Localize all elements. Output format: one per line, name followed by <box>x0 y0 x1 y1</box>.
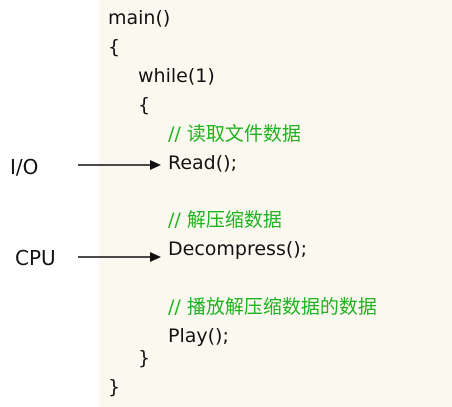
code-line-inner-close-brace: } <box>138 347 151 369</box>
code-line-read: Read(); <box>168 152 237 174</box>
code-line-play: Play(); <box>168 325 229 347</box>
io-label: I/O <box>10 155 39 179</box>
code-line-inner-open-brace: { <box>138 94 151 116</box>
comment-decompress: // 解压缩数据 <box>168 209 282 231</box>
code-line-decompress: Decompress(); <box>168 238 308 260</box>
code-line-main: main() <box>108 7 171 29</box>
code-line-open-brace: { <box>108 36 121 58</box>
comment-play: // 播放解压缩数据的数据 <box>168 296 377 318</box>
cpu-label: CPU <box>15 246 56 270</box>
code-panel <box>99 0 452 407</box>
code-line-outer-close-brace: } <box>108 376 121 398</box>
code-line-while: while(1) <box>138 65 215 87</box>
comment-read: // 读取文件数据 <box>168 123 301 145</box>
